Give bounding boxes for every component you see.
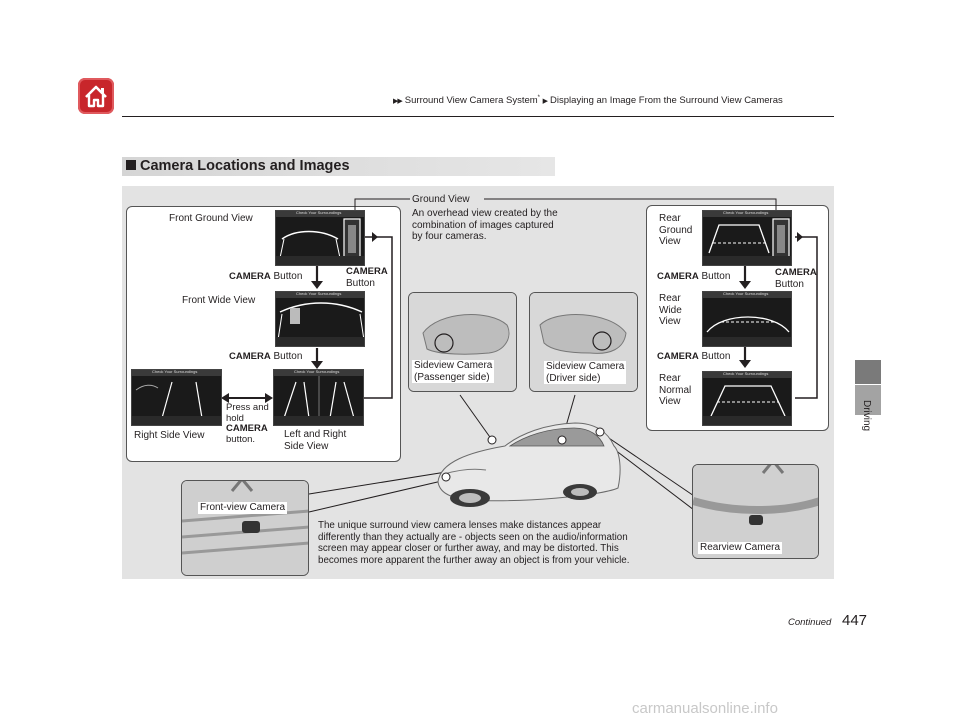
section-title-bar bbox=[122, 157, 555, 176]
driver-camera-label: Sideview Camera(Driver side) bbox=[544, 361, 627, 384]
breadcrumb: ▶▶Surround View Camera System* ▶Displayi… bbox=[393, 95, 783, 106]
asterisk: * bbox=[537, 95, 541, 101]
rear-wide-view-screen: Check Your Surroundings bbox=[702, 291, 792, 347]
continued-label: Continued bbox=[788, 617, 832, 628]
chapter-tab[interactable] bbox=[855, 360, 881, 384]
front-wide-view-screen: Check Your Surroundings bbox=[275, 291, 365, 347]
breadcrumb-arrow-icon: ▶▶ bbox=[393, 98, 403, 106]
home-icon bbox=[85, 85, 107, 108]
front-wide-view-label: Front Wide View bbox=[182, 295, 256, 306]
car-illustration bbox=[437, 422, 621, 507]
breadcrumb-item[interactable]: Displaying an Image From the Surround Vi… bbox=[550, 95, 783, 107]
camera-button-label: CAMERA Button bbox=[229, 271, 303, 282]
front-camera-label: Front-view Camera bbox=[198, 502, 288, 514]
watermark: carmanualsonline.info bbox=[632, 700, 778, 717]
chapter-tab-strip bbox=[855, 385, 881, 415]
camera-button-label: CAMERA Button bbox=[229, 351, 303, 362]
left-right-side-view-screen: Check Your Surroundings bbox=[273, 369, 364, 426]
right-side-view-screen: Check Your Surroundings bbox=[131, 369, 222, 426]
rear-ground-view-screen: Check Your Surroundings bbox=[702, 210, 792, 266]
distance-warning-note: The unique surround view camera lenses m… bbox=[318, 520, 630, 566]
home-button[interactable] bbox=[78, 78, 114, 114]
camera-button-label: CAMERA Button bbox=[657, 351, 731, 362]
rear-normal-view-screen: Check Your Surroundings bbox=[702, 371, 792, 426]
page-number: 447 bbox=[842, 612, 868, 629]
passenger-camera-label: Sideview Camera(Passenger side) bbox=[412, 360, 495, 383]
square-bullet-icon bbox=[126, 160, 136, 170]
right-side-view-label: Right Side View bbox=[134, 430, 205, 441]
breadcrumb-arrow-icon: ▶ bbox=[542, 98, 548, 106]
header-divider bbox=[122, 116, 834, 117]
chapter-label: Driving bbox=[861, 400, 872, 432]
front-ground-view-label: Front Ground View bbox=[169, 213, 253, 224]
front-camera-photo bbox=[181, 480, 309, 576]
press-and-hold-label: Press and hold CAMERA button. bbox=[226, 402, 269, 445]
ground-view-title: Ground View bbox=[412, 194, 473, 206]
section-title: Camera Locations and Images bbox=[126, 158, 350, 174]
camera-button-label: CAMERA Button bbox=[657, 271, 731, 282]
rear-camera-label: Rearview Camera bbox=[698, 542, 783, 554]
breadcrumb-item[interactable]: Surround View Camera System bbox=[404, 95, 538, 107]
front-ground-view-screen: Check Your Surroundings bbox=[275, 210, 365, 266]
ground-view-description: An overhead view created by the combinat… bbox=[412, 208, 558, 242]
